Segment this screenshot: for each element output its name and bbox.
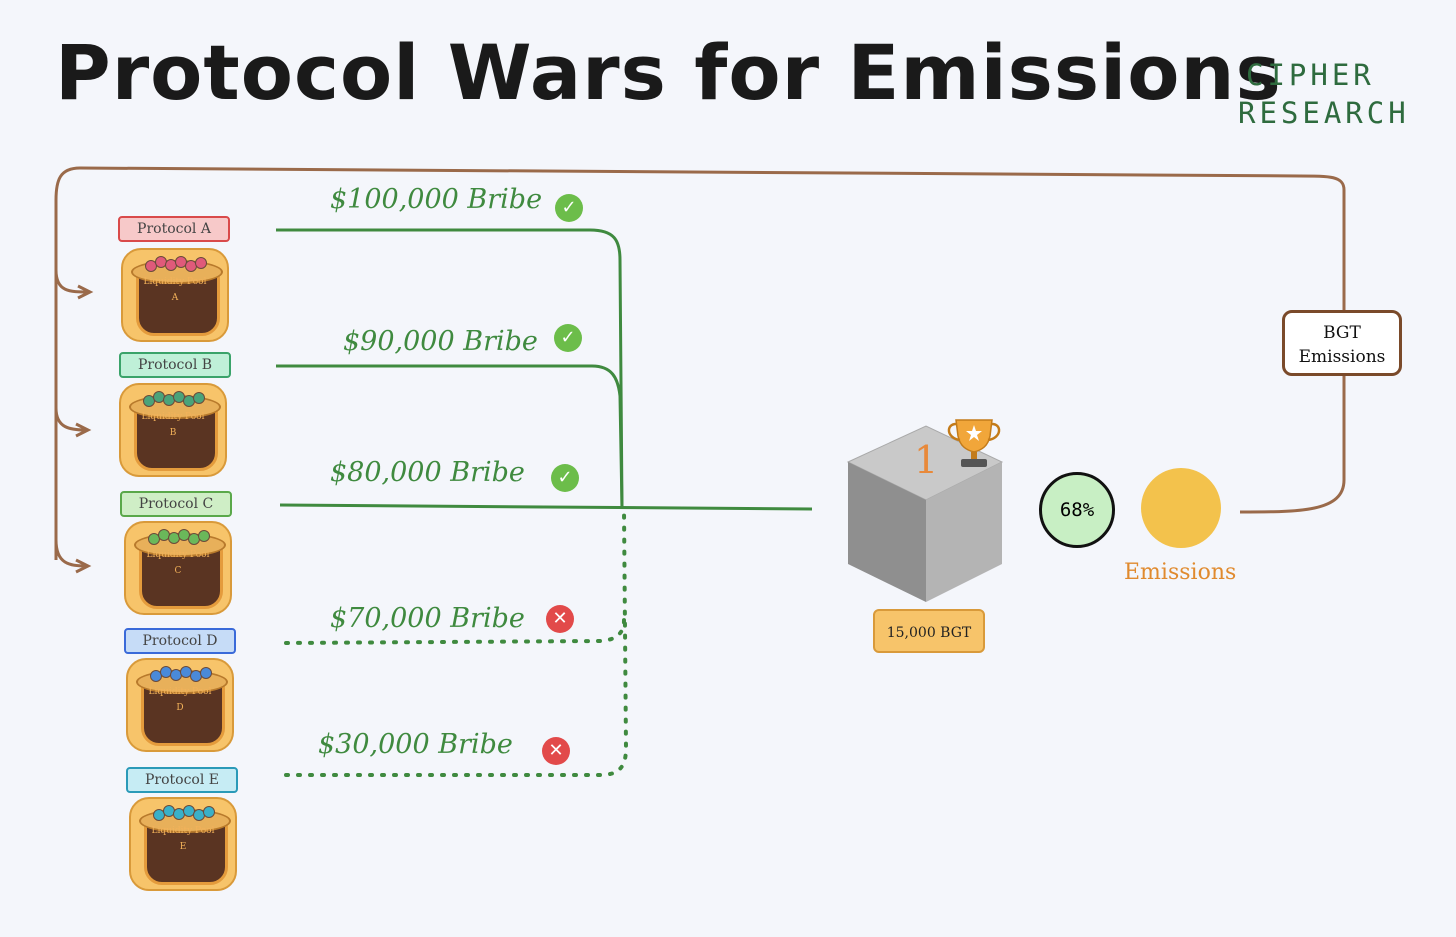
coins-icon bbox=[153, 805, 217, 821]
loop-branch-a bbox=[54, 269, 89, 294]
bribe-e-amount: $30,000 Bribe bbox=[318, 729, 513, 760]
rejected-x-icon: ✕ bbox=[546, 605, 574, 633]
arrowhead-b bbox=[75, 422, 92, 438]
accepted-check-icon: ✓ bbox=[555, 194, 583, 222]
arrowhead-a bbox=[77, 284, 94, 300]
page-title: Protocol Wars for Emissions bbox=[55, 28, 1282, 117]
accepted-check-icon: ✓ bbox=[551, 464, 579, 492]
bribe-c-amount: $80,000 Bribe bbox=[330, 457, 525, 488]
coin-icon bbox=[198, 530, 210, 542]
coins-icon bbox=[145, 256, 209, 272]
pool-b-name: Liquidity Pool bbox=[141, 412, 205, 422]
coin-icon bbox=[195, 257, 207, 269]
pool-c-name: Liquidity Pool bbox=[146, 550, 210, 560]
validator-rank: 1 bbox=[914, 438, 939, 482]
protocol-a-label: Protocol A bbox=[118, 216, 230, 242]
rejected-x-icon: ✕ bbox=[542, 737, 570, 765]
protocol-e-label: Protocol E bbox=[126, 767, 238, 793]
bribe-line-c bbox=[279, 503, 813, 511]
pool-a-name: Liquidity Pool bbox=[143, 277, 207, 287]
protocol-c-label: Protocol C bbox=[120, 491, 232, 517]
brand-line-1: CIPHER bbox=[1246, 58, 1375, 92]
emission-share-badge: 68% bbox=[1039, 472, 1115, 548]
pool-b-letter: B bbox=[169, 428, 177, 438]
emissions-loop-line bbox=[54, 166, 1346, 560]
brand-line-2: RESEARCH bbox=[1238, 96, 1410, 130]
pool-e-name: Liquidity Pool bbox=[151, 826, 215, 836]
bgt-box-line-2: Emissions bbox=[1298, 347, 1386, 367]
coins-icon bbox=[143, 391, 207, 407]
bribe-line-b bbox=[276, 364, 624, 509]
pool-d-letter: D bbox=[176, 703, 184, 713]
coins-icon bbox=[148, 529, 212, 545]
bribe-line-a bbox=[276, 228, 624, 509]
trophy-icon bbox=[947, 419, 1001, 467]
bgt-box-line-1: BGT bbox=[1323, 323, 1361, 343]
coin-icon bbox=[193, 392, 205, 404]
accepted-check-icon: ✓ bbox=[554, 324, 582, 352]
loop-branch-b bbox=[54, 407, 87, 432]
pool-d-name: Liquidity Pool bbox=[148, 687, 212, 697]
bribe-d-amount: $70,000 Bribe bbox=[330, 603, 525, 634]
protocol-b-label: Protocol B bbox=[119, 352, 231, 378]
bgt-emissions-box: BGT Emissions bbox=[1282, 310, 1402, 376]
pool-a-letter: A bbox=[171, 293, 179, 303]
coin-icon bbox=[200, 667, 212, 679]
emissions-token-badge bbox=[1141, 468, 1221, 548]
coins-icon bbox=[150, 666, 214, 682]
validator-reward-tag: 15,000 BGT bbox=[873, 609, 985, 653]
pool-e-letter: E bbox=[179, 842, 187, 852]
bribe-b-amount: $90,000 Bribe bbox=[343, 326, 538, 357]
loop-branch-c bbox=[54, 539, 87, 568]
arrowhead-c bbox=[75, 558, 92, 574]
brand-logo: CIPHER RESEARCH bbox=[1238, 56, 1410, 132]
coin-icon bbox=[203, 806, 215, 818]
emissions-label: Emissions bbox=[1124, 560, 1237, 585]
bribe-line-e bbox=[284, 508, 629, 777]
protocol-d-label: Protocol D bbox=[124, 628, 236, 654]
bribe-a-amount: $100,000 Bribe bbox=[330, 184, 543, 215]
pool-c-letter: C bbox=[174, 566, 182, 576]
